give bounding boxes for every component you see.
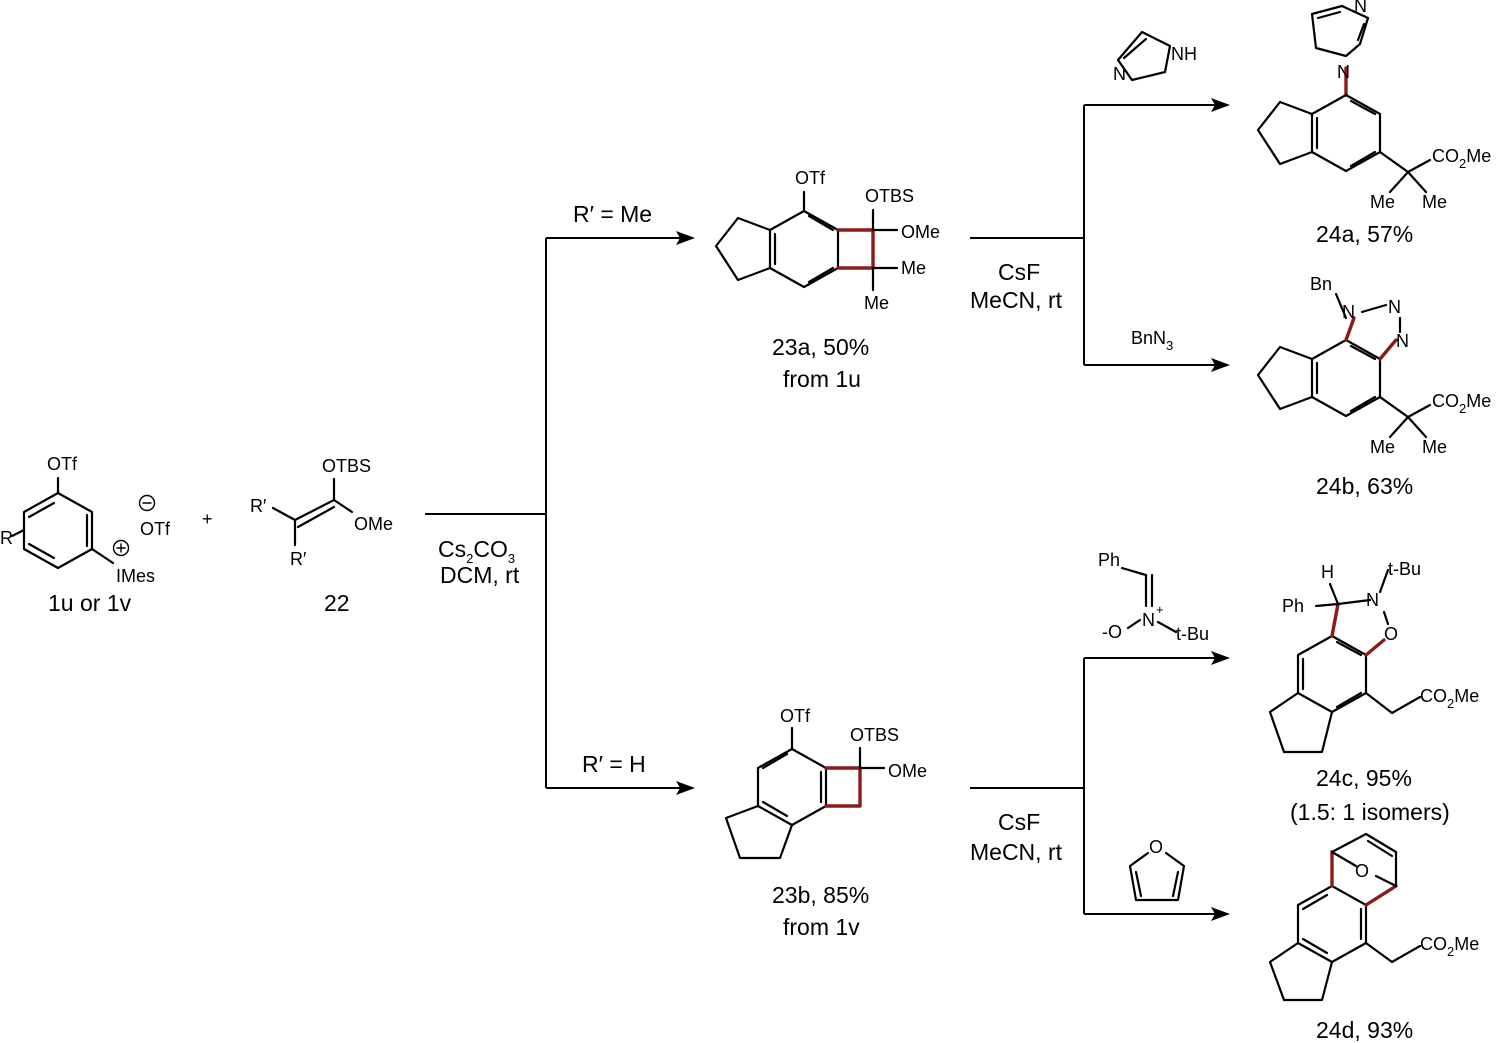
- me-label: Me: [1370, 437, 1395, 457]
- o-minus-label: -O: [1102, 622, 1122, 642]
- n-label: N: [1142, 610, 1155, 630]
- compound-24d-yield: 24d, 93%: [1316, 1017, 1413, 1043]
- plus-label: +: [1156, 602, 1164, 617]
- otbs-label: OTBS: [865, 186, 914, 206]
- otf-label: OTf: [780, 706, 811, 726]
- furan-reagent-structure: O: [1128, 837, 1186, 902]
- ketene-acetal-structure: OTBS OMe R′ R′: [250, 456, 393, 569]
- me-label: Me: [901, 258, 926, 278]
- imidazole-reagent-structure: NH N: [1113, 30, 1197, 84]
- co2me-label: CO2Me: [1420, 934, 1479, 959]
- arrowhead-icon: [676, 231, 695, 245]
- me-label: Me: [864, 293, 889, 313]
- o-label: O: [1384, 624, 1398, 644]
- r-prime-label: R′: [290, 549, 307, 569]
- compound-24c-yield: 24c, 95%: [1316, 765, 1412, 791]
- compound-22-label: 22: [324, 590, 350, 616]
- cs2co3-label: Cs2CO3: [438, 536, 515, 566]
- benzyl-azide-label: BnN3: [1131, 328, 1173, 353]
- compound-24c-isomer-note: (1.5: 1 isomers): [1290, 799, 1450, 825]
- counterion-otf-label: OTf: [140, 519, 171, 539]
- aryne-precursor-structure: OTf R IMes OTf: [0, 454, 171, 586]
- ome-label: OMe: [901, 222, 940, 242]
- co2me-label: CO2Me: [1420, 686, 1479, 711]
- compound-23b-source: from 1v: [783, 914, 860, 940]
- otbs-label: OTBS: [322, 456, 371, 476]
- compound-24b-yield: 24b, 63%: [1316, 473, 1413, 499]
- otf-label: OTf: [795, 168, 826, 188]
- r-label: R: [0, 528, 13, 548]
- o-label: O: [1355, 861, 1369, 881]
- n-label: N: [1396, 331, 1409, 351]
- n-label: N: [1366, 590, 1379, 610]
- n-label: N: [1388, 297, 1401, 317]
- ph-label: Ph: [1098, 550, 1120, 570]
- compound-24a-structure: N N CO2Me Me Me: [1256, 0, 1491, 212]
- n-label: N: [1354, 0, 1367, 16]
- negative-charge-icon: [138, 494, 156, 512]
- me-label: Me: [1422, 192, 1447, 212]
- nitrone-reagent-structure: Ph N + -O t-Bu: [1098, 550, 1209, 644]
- n-label: N: [1337, 62, 1350, 82]
- compound-23b-structure: OTf OTBS OMe: [724, 706, 927, 860]
- ph-label: Ph: [1282, 596, 1304, 616]
- dcm-rt-label: DCM, rt: [440, 562, 520, 588]
- imes-label: IMes: [116, 566, 155, 586]
- o-label: O: [1149, 837, 1163, 857]
- compound-1u-1v-label: 1u or 1v: [48, 590, 132, 616]
- step2-upper-arrow: [970, 104, 1215, 366]
- n-label: N: [1342, 302, 1355, 322]
- step1-arrow: [425, 237, 680, 789]
- plus-sign: +: [202, 509, 213, 529]
- nh-label: NH: [1171, 44, 1197, 64]
- co2me-label: CO2Me: [1432, 391, 1491, 416]
- compound-23b-yield: 23b, 85%: [772, 882, 869, 908]
- r-prime-me-label: R′ = Me: [573, 201, 652, 227]
- compound-24d-structure: O CO2Me: [1268, 832, 1479, 1002]
- bn-label: Bn: [1310, 274, 1332, 294]
- compound-24c-structure: H Ph N t-Bu O CO2Me: [1268, 559, 1479, 754]
- step2-lower-arrow: [970, 657, 1215, 915]
- ome-label: OMe: [354, 514, 393, 534]
- compound-23a-source: from 1u: [783, 366, 861, 392]
- compound-23a-yield: 23a, 50%: [772, 334, 869, 360]
- compound-24b-structure: Bn N N N CO2Me Me Me: [1256, 274, 1491, 457]
- otf-label: OTf: [47, 454, 78, 474]
- tbu-label: t-Bu: [1388, 559, 1421, 579]
- tbu-label: t-Bu: [1176, 624, 1209, 644]
- arrowhead-icon: [1211, 651, 1230, 665]
- mecn-rt-label: MeCN, rt: [970, 839, 1063, 865]
- n-label: N: [1113, 64, 1126, 84]
- arrowhead-icon: [676, 781, 695, 795]
- compound-23a-structure: OTf OTBS OMe Me Me: [714, 168, 940, 313]
- compound-24a-yield: 24a, 57%: [1316, 221, 1413, 247]
- me-label: Me: [1370, 192, 1395, 212]
- arrowhead-icon: [1211, 907, 1230, 921]
- r-prime-h-label: R′ = H: [582, 751, 646, 777]
- mecn-rt-label: MeCN, rt: [970, 287, 1063, 313]
- ome-label: OMe: [888, 761, 927, 781]
- positive-charge-icon: [112, 539, 130, 557]
- arrowhead-icon: [1211, 98, 1230, 112]
- csf-label: CsF: [998, 259, 1040, 285]
- r-prime-label: R′: [250, 496, 267, 516]
- otbs-label: OTBS: [850, 725, 899, 745]
- arrowhead-icon: [1211, 358, 1230, 372]
- me-label: Me: [1422, 437, 1447, 457]
- csf-label: CsF: [998, 809, 1040, 835]
- co2me-label: CO2Me: [1432, 146, 1491, 171]
- h-label: H: [1321, 562, 1334, 582]
